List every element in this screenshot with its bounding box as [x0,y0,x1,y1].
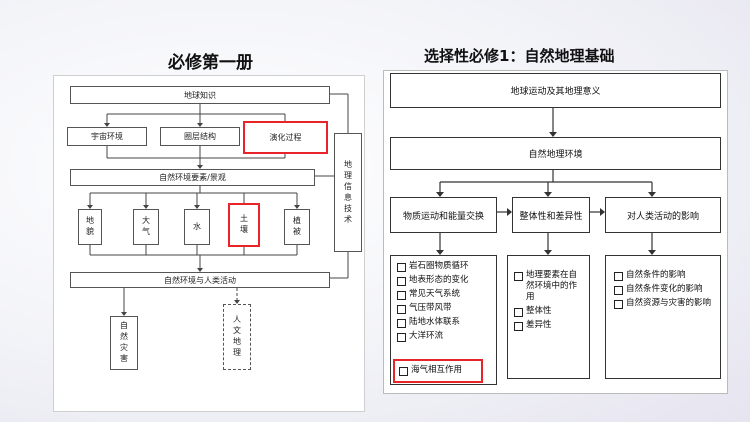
left-top-box: 地球知识 [70,86,330,104]
list-item: 地表形态的变化 [397,275,490,286]
left-element-5: 植被 [284,209,310,245]
list-item: 岩石圈物质循环 [397,261,490,272]
checkbox-icon [397,319,406,328]
left-title: 必修第一册 [168,53,253,73]
left-element-1: 地貌 [78,209,102,245]
list-item: 地理要素在自然环境中的作用 [514,270,583,303]
left-row1-box-2: 圈层结构 [160,127,240,146]
checkbox-icon [397,333,406,342]
right-list-box-2: 地理要素在自然环境中的作用 整体性 差异性 [507,255,590,379]
left-row1-box-1: 宇宙环境 [67,127,147,146]
right-branch-3: 对人类活动的影响 [605,197,721,233]
list-item: 差异性 [514,320,583,331]
list-item: 自然条件的影响 [614,270,712,281]
left-element-2: 大气 [133,209,159,245]
left-side-box: 地理信息技术 [334,133,362,252]
right-list-box-3: 自然条件的影响 自然条件变化的影响 自然资源与灾害的影响 [605,255,721,379]
right-middle-box: 自然地理环境 [390,137,721,170]
checkbox-icon [399,367,408,376]
right-branch-1: 物质运动和能量交换 [390,197,497,233]
checkbox-icon [514,308,523,317]
left-row1-box-3-highlighted: 演化过程 [243,121,328,154]
checkbox-icon [614,272,623,281]
left-element-4-highlighted: 土壤 [228,203,260,247]
list-item: 陆地水体联系 [397,317,490,328]
right-top-box: 地球运动及其地理意义 [390,73,721,108]
left-bottom-box: 自然环境与人类活动 [70,272,330,288]
left-middle-box: 自然环境要素/景观 [70,169,315,186]
checkbox-icon [397,291,406,300]
right-branch-2: 整体性和差异性 [512,197,590,233]
checkbox-icon [397,263,406,272]
list-item-highlighted: 海气相互作用 [393,359,483,383]
checkbox-icon [614,300,623,309]
checkbox-icon [514,272,523,281]
list-item: 大洋环流 [397,331,490,342]
list-item: 常见天气系统 [397,289,490,300]
left-output-1: 自然灾害 [110,316,138,370]
checkbox-icon [397,277,406,286]
list-item: 自然条件变化的影响 [614,284,712,295]
checkbox-icon [614,286,623,295]
list-item: 自然资源与灾害的影响 [614,298,712,309]
right-title: 选择性必修1：自然地理基础 [424,47,615,65]
checkbox-icon [397,305,406,314]
checkbox-icon [514,322,523,331]
left-element-3: 水 [184,209,210,245]
list-item: 气压带风带 [397,303,490,314]
list-item: 整体性 [514,306,583,317]
left-output-2: 人文地理 [223,304,251,370]
